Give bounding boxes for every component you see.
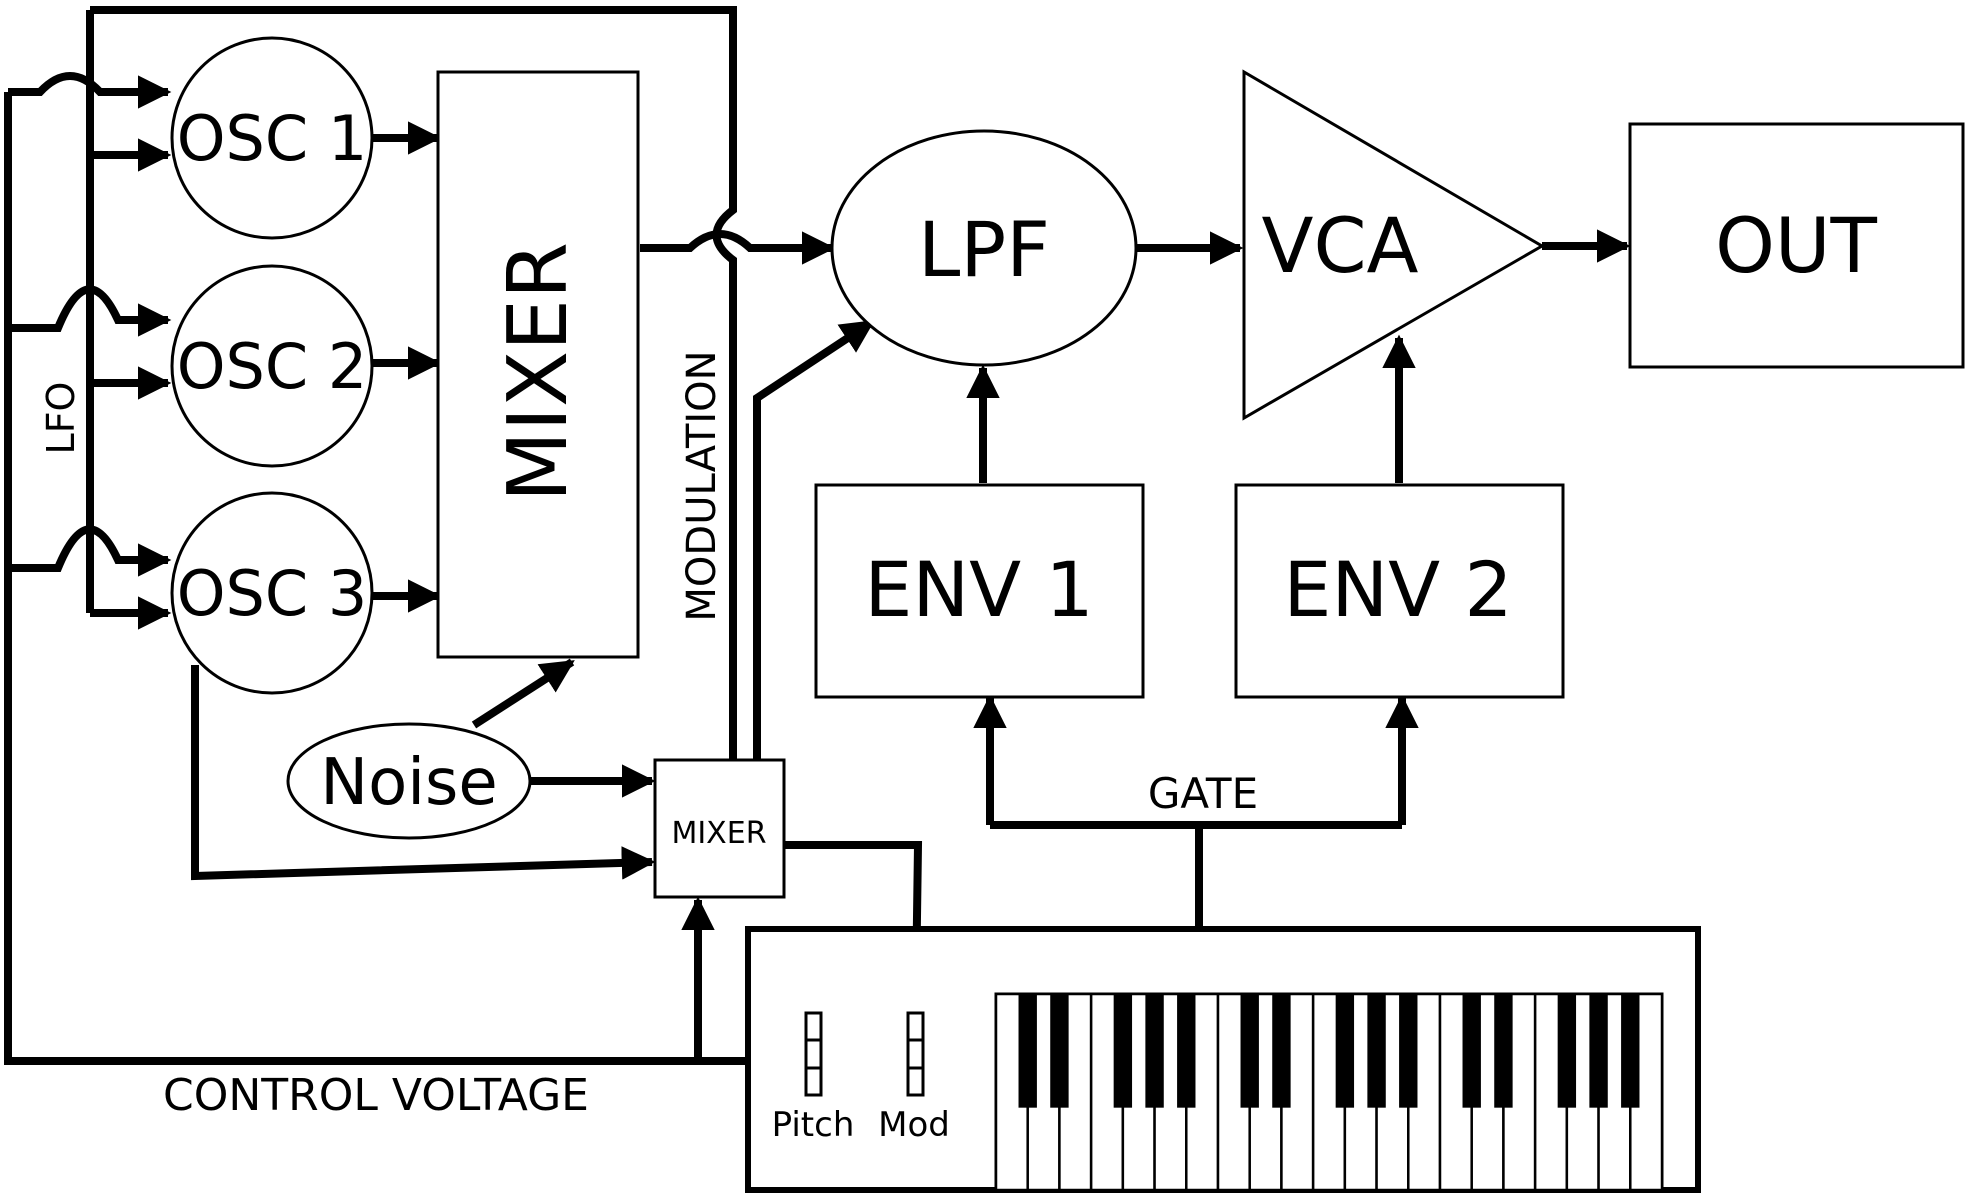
black-key[interactable] bbox=[1557, 994, 1577, 1108]
black-key[interactable] bbox=[1589, 994, 1608, 1108]
main-mixer-label: MIXER bbox=[491, 242, 586, 502]
env2-box bbox=[1234, 483, 1565, 699]
black-key[interactable] bbox=[1018, 994, 1037, 1108]
mod-wheel[interactable] bbox=[906, 1011, 925, 1097]
osc1-circle bbox=[170, 36, 374, 240]
noise-to-mixer-wire bbox=[471, 658, 575, 729]
small-mixer-to-lpf-wire bbox=[753, 318, 875, 760]
black-key[interactable] bbox=[1145, 994, 1164, 1108]
black-key[interactable] bbox=[1335, 994, 1355, 1108]
main-mixer-box bbox=[436, 70, 640, 659]
pitch-wheel[interactable] bbox=[804, 1011, 823, 1097]
black-key[interactable] bbox=[1462, 994, 1481, 1108]
control-voltage-label: CONTROL VOLTAGE bbox=[163, 1070, 589, 1121]
lfo-label: LFO bbox=[39, 382, 83, 455]
gate-label: GATE bbox=[1148, 769, 1258, 818]
mod-label: Mod bbox=[878, 1105, 950, 1145]
cv-to-osc1-wire bbox=[8, 72, 172, 109]
noise-ellipse bbox=[286, 722, 532, 840]
black-key[interactable] bbox=[1367, 994, 1386, 1108]
vca-triangle bbox=[1242, 69, 1545, 421]
osc2-circle bbox=[170, 264, 374, 468]
osc3-to-small-mixer-wire bbox=[191, 665, 656, 881]
signal-wires bbox=[4, 6, 1631, 1065]
black-key[interactable] bbox=[1050, 994, 1069, 1108]
env2-node: ENV 2 bbox=[1234, 483, 1565, 699]
gate-wire bbox=[990, 821, 1402, 928]
pitch-label: Pitch bbox=[772, 1105, 855, 1145]
small-mixer-node: MIXER bbox=[653, 758, 786, 899]
lpf-label: LPF bbox=[918, 205, 1050, 294]
black-key[interactable] bbox=[1113, 994, 1133, 1108]
osc3-node: OSC 3 bbox=[170, 491, 374, 695]
osc2-label: OSC 2 bbox=[177, 330, 368, 403]
osc2-node: OSC 2 bbox=[170, 264, 374, 468]
mod-wheel-body[interactable] bbox=[906, 1011, 925, 1097]
osc3-circle bbox=[170, 491, 374, 695]
small-mixer-label: MIXER bbox=[671, 816, 766, 851]
black-key[interactable] bbox=[1399, 994, 1418, 1108]
env1-node: ENV 1 bbox=[814, 483, 1145, 699]
modulation-label: MODULATION bbox=[679, 350, 725, 621]
env2-label: ENV 2 bbox=[1283, 545, 1512, 634]
black-keys bbox=[1018, 994, 1640, 1108]
out-box bbox=[1628, 122, 1965, 369]
small-mixer-box bbox=[653, 758, 786, 899]
osc1-label: OSC 1 bbox=[177, 102, 368, 175]
pitch-wheel-body[interactable] bbox=[804, 1011, 823, 1097]
black-key[interactable] bbox=[1177, 994, 1196, 1108]
control-voltage-wire bbox=[4, 92, 805, 1065]
main-mixer-node: MIXER bbox=[436, 70, 640, 659]
black-key[interactable] bbox=[1272, 994, 1291, 1108]
osc1-node: OSC 1 bbox=[170, 36, 374, 240]
lpf-ellipse bbox=[830, 129, 1138, 367]
mixer-to-lpf-wire bbox=[640, 230, 836, 265]
black-key[interactable] bbox=[1494, 994, 1513, 1108]
noise-label: Noise bbox=[320, 746, 498, 820]
env1-label: ENV 1 bbox=[864, 545, 1093, 634]
keyboard: Pitch Mod bbox=[745, 926, 1701, 1193]
lpf-node: LPF bbox=[830, 129, 1138, 367]
black-key[interactable] bbox=[1240, 994, 1259, 1108]
vca-node: VCA bbox=[1242, 69, 1545, 421]
noise-node: Noise bbox=[286, 722, 532, 840]
vca-label: VCA bbox=[1261, 201, 1418, 290]
env1-box bbox=[814, 483, 1145, 699]
black-key[interactable] bbox=[1621, 994, 1640, 1108]
out-label: OUT bbox=[1715, 201, 1877, 290]
osc3-label: OSC 3 bbox=[177, 557, 368, 630]
out-node: OUT bbox=[1628, 122, 1965, 369]
